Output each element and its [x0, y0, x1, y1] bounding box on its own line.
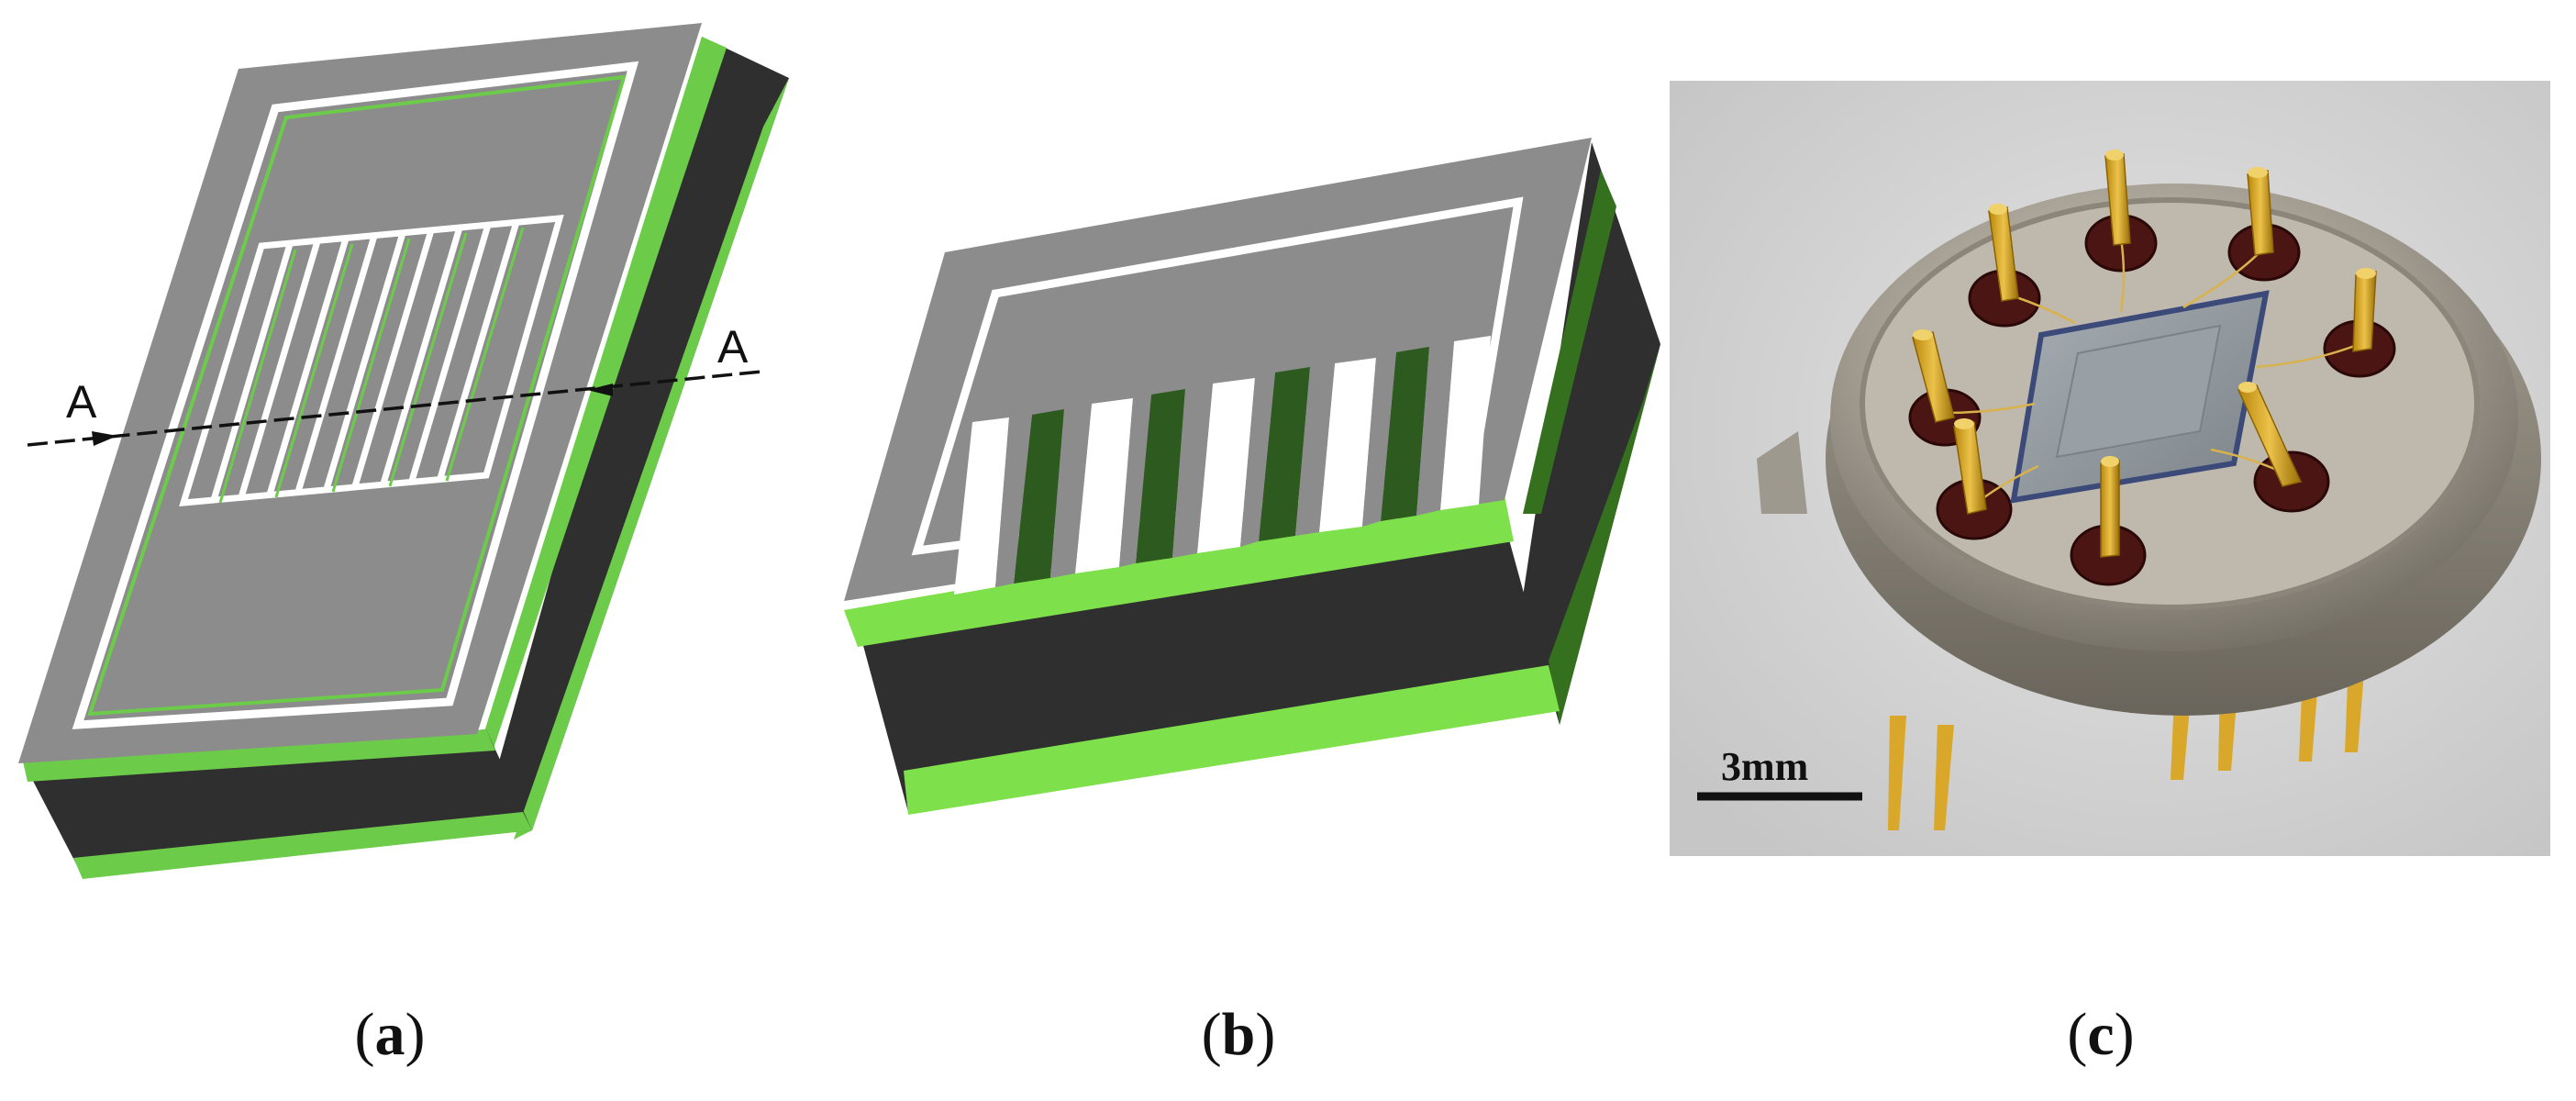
panel-b-teeth-gray — [995, 341, 1454, 587]
panel-b-right-side-dark — [1523, 142, 1660, 725]
panel-b-front-green-top — [844, 495, 1514, 647]
caption-b-letter: b — [1221, 1001, 1256, 1068]
panel-a-isometric-sensor: A A — [18, 23, 789, 879]
section-arrow-right — [587, 384, 613, 396]
sensor-chip-active-area — [2055, 324, 2222, 459]
panel-a-right-side-green-top — [468, 37, 727, 798]
panel-a-comb-fingers — [179, 215, 564, 506]
panel-a-frame-trench — [72, 61, 639, 729]
section-label-left: A — [66, 376, 97, 428]
panel-b-front-green-bottom — [904, 665, 1560, 815]
caption-c-letter: c — [2087, 1001, 2115, 1068]
caption-c: (c) — [2067, 1001, 2135, 1068]
section-line-a-a — [27, 370, 762, 447]
panel-a-right-side-dark — [486, 37, 789, 830]
panel-b-right-side-green-2 — [1549, 344, 1660, 725]
pin-tops — [1913, 150, 2376, 467]
caption-a: (a) — [354, 1001, 426, 1068]
panel-b-cross-section — [844, 138, 1660, 815]
panel-a-front-green-top — [23, 729, 495, 782]
caption-b: (b) — [1201, 1001, 1276, 1068]
panel-b-right-side-green — [1523, 170, 1616, 514]
panel-c-photograph: 3mm — [1670, 81, 2550, 856]
panel-b-comb-teeth — [954, 336, 1491, 595]
section-arrow-left — [92, 431, 117, 446]
caption-a-letter: a — [374, 1001, 405, 1068]
section-label-right: A — [717, 321, 749, 373]
panel-a-comb-green-edges — [218, 227, 525, 504]
panel-a-frame-trench-green — [87, 74, 627, 717]
panel-a-front-green-bottom — [73, 812, 532, 879]
gold-pins — [1912, 153, 2377, 558]
panel-a-right-side-green-bottom — [514, 78, 789, 840]
header-tab — [1757, 431, 1807, 514]
scale-bar-label: 3mm — [1721, 744, 1808, 789]
panel-b-front-dark — [862, 523, 1555, 812]
